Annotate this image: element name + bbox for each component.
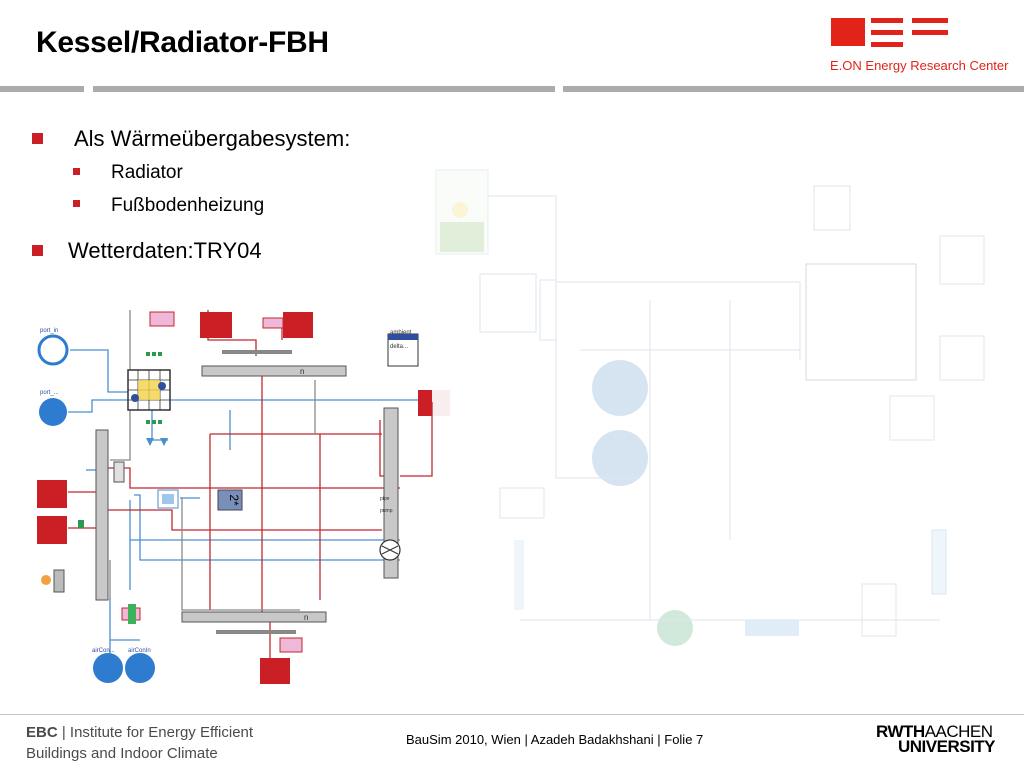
bullet-item-2: Wetterdaten:TRY04 <box>68 238 262 263</box>
port-out-icon <box>39 398 67 426</box>
sub-bullet-floor-heating: Fußbodenheizung <box>111 195 265 216</box>
ebc-prefix: EBC <box>26 724 58 741</box>
rwth-text: RWTH <box>876 722 925 741</box>
aachen-text: AACHEN <box>924 722 993 741</box>
footer-divider <box>0 714 1024 715</box>
sub-bullet-marker <box>73 200 80 207</box>
port-in-label: port_in <box>40 328 58 334</box>
footer-citation: BauSim 2010, Wien | Azadeh Badakhshani |… <box>406 732 704 747</box>
bullet-item-1: Als Wärmeübergabesystem: <box>74 126 351 151</box>
pipe-label: pipe <box>380 496 390 502</box>
bullet-marker <box>32 245 43 256</box>
red-block <box>283 312 313 338</box>
university-text: UNIVERSITY <box>898 737 996 756</box>
red-block <box>200 312 232 338</box>
red-block <box>418 390 432 416</box>
gain-label: 2* <box>227 494 241 506</box>
gray-wires <box>109 310 316 611</box>
aircon-left-icon <box>93 653 123 683</box>
eon-logo <box>831 18 948 47</box>
red-block <box>260 658 290 684</box>
aircon-right-icon <box>125 653 155 683</box>
sub-bullet-radiator: Radiator <box>111 162 183 183</box>
pump-label: pump <box>380 508 393 514</box>
header-divider <box>0 86 1024 92</box>
aircon-left-label: airCon... <box>92 648 115 654</box>
bullet-marker <box>32 133 43 144</box>
ebc-line-2: Buildings and Indoor Climate <box>26 745 218 762</box>
port-out-label: port_... <box>40 390 59 396</box>
ebc-line-1: Institute for Energy Efficient <box>69 724 254 741</box>
slide-title: Kessel/Radiator-FBH <box>36 26 329 59</box>
ebc-institute: EBC | Institute for Energy Efficient Bui… <box>26 724 254 762</box>
ambient-label: ambient <box>390 330 412 336</box>
eon-org-name: E.ON Energy Research Center <box>830 58 1009 73</box>
rwth-logo: RWTHAACHEN UNIVERSITY <box>876 722 996 756</box>
sub-bullet-marker <box>73 168 80 175</box>
system-diagram: 2* ambient delta... port_in port_... air… <box>37 169 985 684</box>
radiator-bottom-label: n <box>304 613 308 622</box>
faded-background-diagram <box>420 169 985 646</box>
port-in-icon <box>37 334 69 366</box>
red-block <box>37 480 67 508</box>
blue-wires <box>68 349 420 660</box>
radiator-top-label: n <box>300 367 304 376</box>
aircon-right-label: airConIn <box>128 648 151 654</box>
red-block <box>37 516 67 544</box>
delta-label: delta... <box>390 344 408 350</box>
